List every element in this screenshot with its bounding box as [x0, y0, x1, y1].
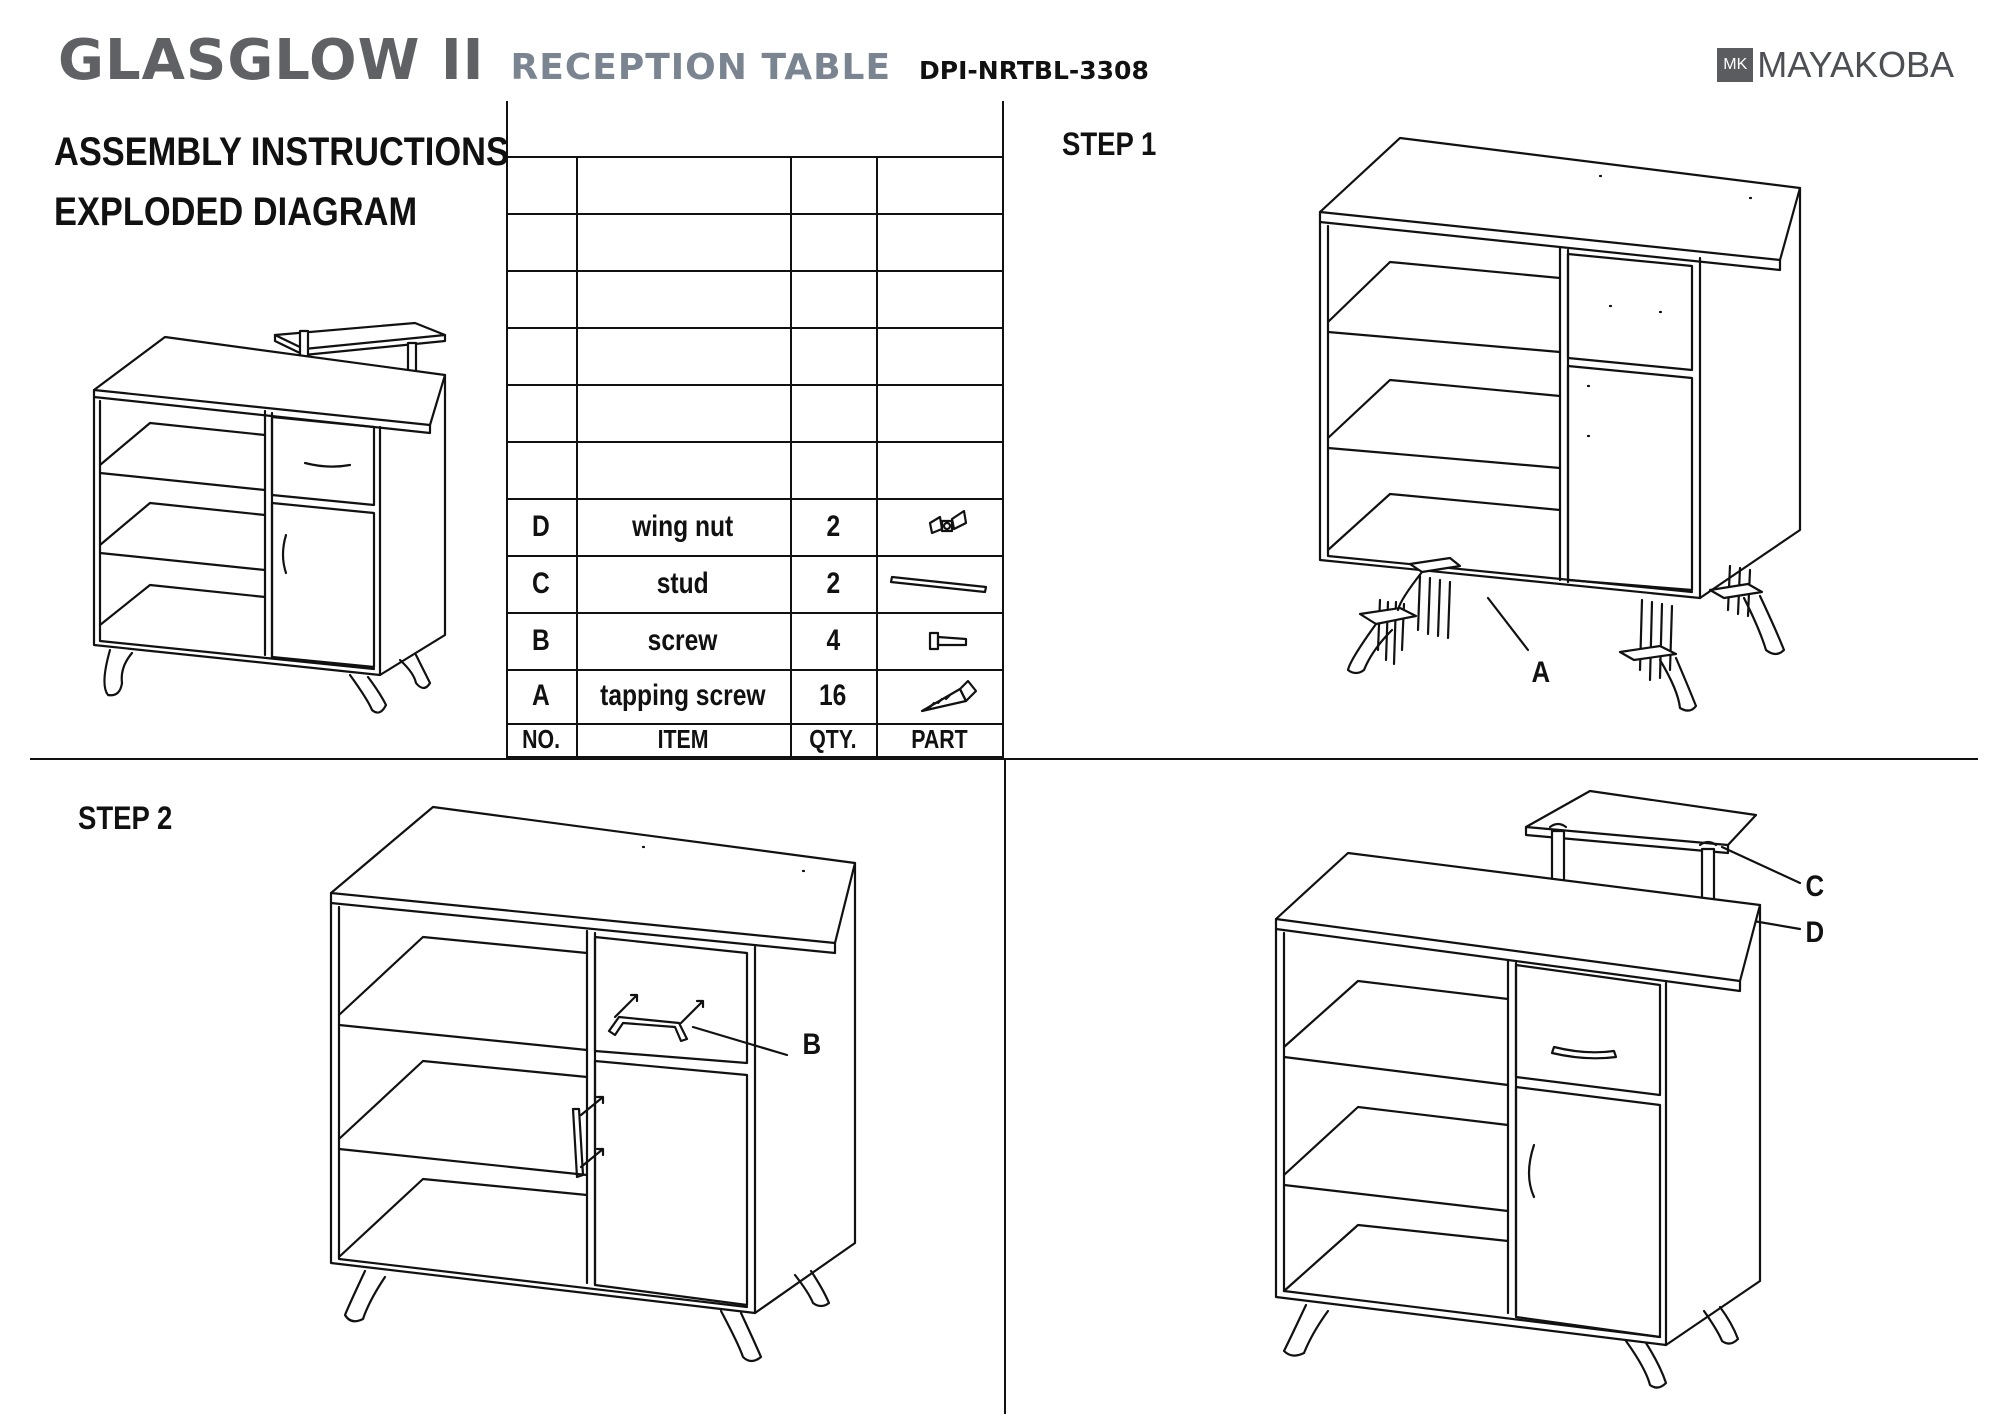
- table-header-no: NO.: [522, 724, 560, 754]
- table-row-no: B: [532, 623, 550, 657]
- table-header-item: ITEM: [657, 724, 709, 754]
- callout-b: B: [802, 1028, 822, 1061]
- table-row-no: D: [532, 509, 550, 543]
- step-2-label: STEP 2: [78, 800, 173, 836]
- table-row-no: A: [532, 679, 550, 712]
- document-header: GLASGLOW II RECEPTION TABLE DPI-NRTBL-33…: [58, 28, 1149, 100]
- table-row-qty: 2: [826, 509, 840, 543]
- logo-mark: MK: [1717, 48, 1754, 82]
- table-row-qty: 16: [819, 679, 847, 712]
- step-2-illustration: [329, 805, 857, 1363]
- table-row-item: screw: [648, 623, 718, 657]
- wing-nut-icon: [928, 509, 968, 535]
- table-row-item: wing nut: [632, 509, 734, 543]
- table-header-part: PART: [910, 724, 968, 754]
- title-exploded-diagram: EXPLODED DIAGRAM: [54, 190, 418, 234]
- parts-table: D wing nut 2 C stud 2 B screw 4 A tappin…: [506, 101, 1004, 758]
- table-header-qty: QTY.: [809, 724, 857, 754]
- table-row-item: tapping screw: [600, 679, 766, 712]
- logo-text: MAYAKOBA: [1757, 44, 1954, 85]
- table-row-qty: 4: [826, 623, 840, 657]
- callout-a: A: [1531, 656, 1551, 689]
- title-assembly-instructions: ASSEMBLY INSTRUCTIONS: [54, 130, 509, 174]
- step-3-illustration: [1274, 789, 1802, 1389]
- step-1-illustration: [1318, 136, 1802, 712]
- product-subtitle: RECEPTION TABLE: [510, 47, 892, 88]
- exploded-diagram-illustration: [92, 321, 447, 714]
- product-code: DPI-NRTBL-3308: [919, 56, 1149, 85]
- tapping-screw-icon: [920, 679, 978, 713]
- step-1-label: STEP 1: [1062, 126, 1157, 162]
- stud-icon: [889, 575, 988, 594]
- table-row-qty: 2: [826, 566, 840, 600]
- vertical-divider: [1004, 758, 1006, 1414]
- brand-logo: MK MAYAKOBA: [1717, 44, 1954, 86]
- table-row-item: stud: [657, 566, 709, 600]
- callout-d: D: [1805, 916, 1825, 949]
- product-name: GLASGLOW II: [58, 28, 485, 93]
- table-row-no: C: [532, 566, 550, 600]
- callout-c: C: [1805, 870, 1825, 903]
- screw-icon: [928, 631, 968, 651]
